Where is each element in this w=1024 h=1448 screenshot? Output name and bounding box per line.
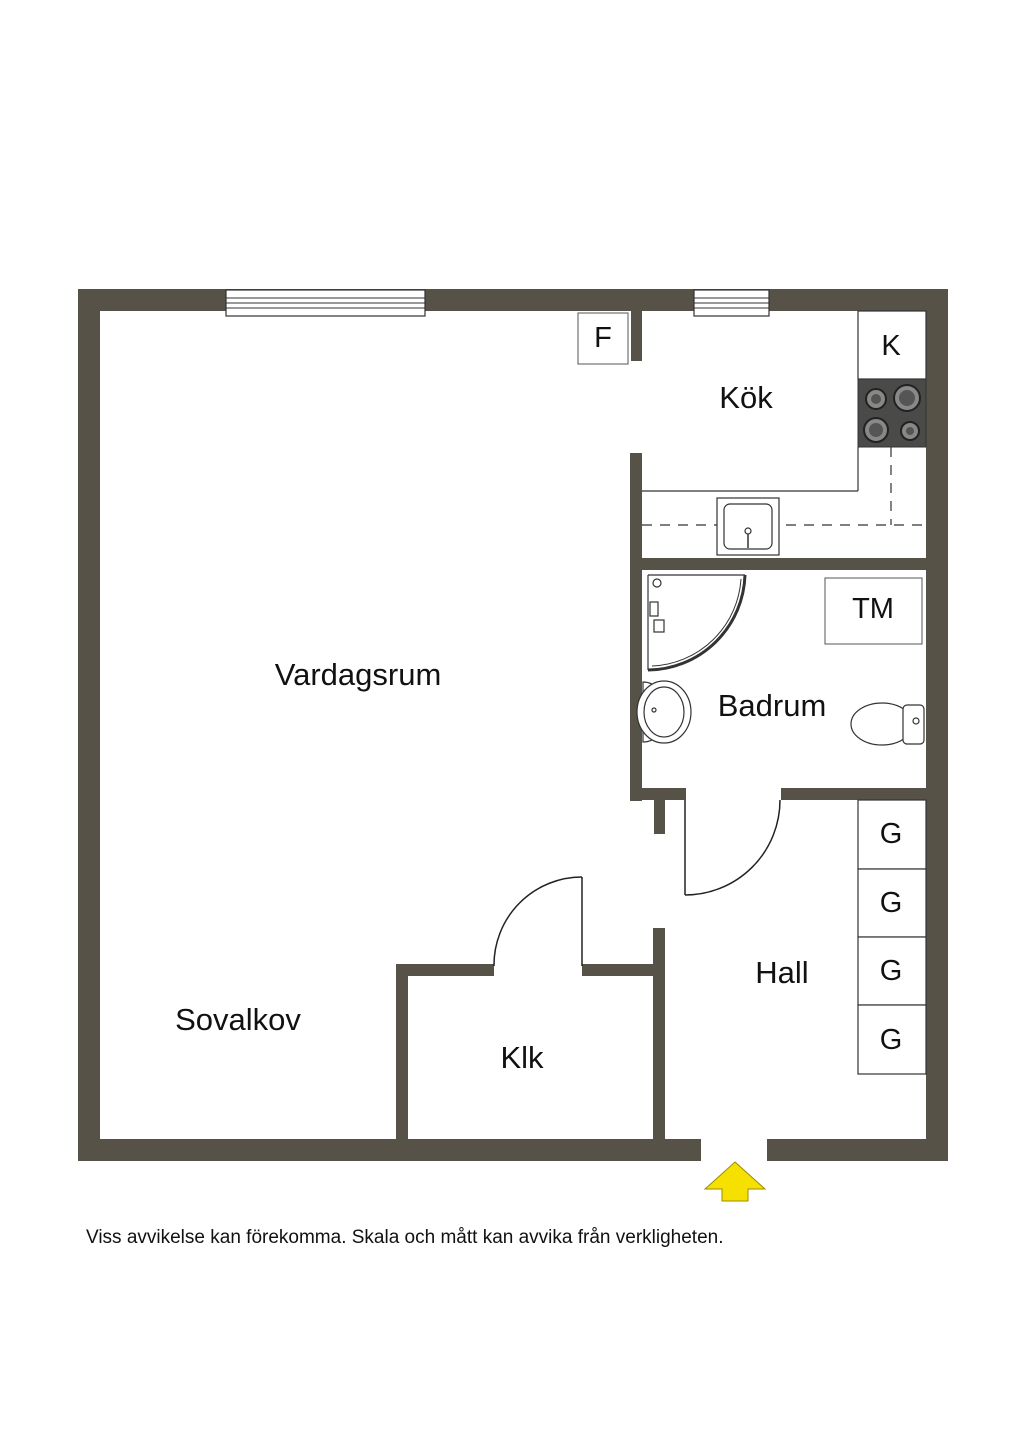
door-bathroom — [684, 799, 781, 896]
kitchen-cabinet-k: K — [857, 310, 927, 380]
washbasin — [636, 680, 692, 744]
room-label-sovalkov: Sovalkov — [175, 1002, 301, 1037]
door-closet — [493, 876, 583, 967]
room-label-badrum: Badrum — [718, 688, 827, 723]
kitchen-sink — [716, 497, 780, 556]
toilet — [850, 702, 925, 746]
fridge: F — [577, 312, 629, 365]
kitchen-counter — [642, 447, 926, 526]
shower — [647, 574, 747, 672]
disclaimer-text: Viss avvikelse kan förekomma. Skala och … — [86, 1227, 724, 1248]
room-label-klk: Klk — [500, 1040, 544, 1075]
stove — [857, 378, 927, 448]
window-living-room — [225, 289, 426, 317]
fridge-label: F — [594, 322, 612, 354]
washer-label: TM — [852, 593, 894, 625]
wardrobe-label: G — [880, 955, 903, 987]
room-label-kok: Kök — [719, 380, 773, 415]
room-label-hall: Hall — [755, 955, 808, 990]
wardrobe-label: G — [880, 818, 903, 850]
wardrobe-label: G — [880, 887, 903, 919]
wardrobes: G G G G — [857, 799, 927, 1075]
room-label-vardagsrum: Vardagsrum — [275, 657, 442, 692]
washing-machine: TM — [824, 577, 923, 645]
kitchen-k-label: K — [881, 330, 901, 362]
window-kitchen — [693, 289, 770, 317]
entrance-arrow-icon — [703, 1161, 767, 1202]
wardrobe-label: G — [880, 1024, 903, 1056]
